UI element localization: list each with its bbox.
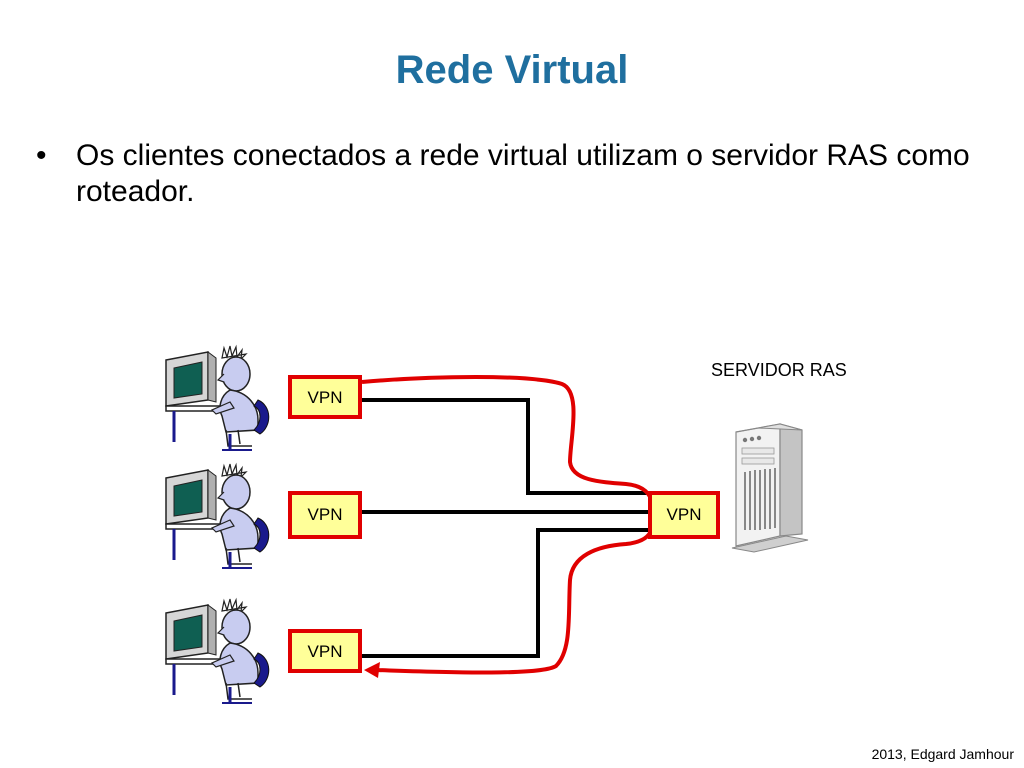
vpn-box-server: VPN	[648, 491, 720, 539]
network-wires	[360, 398, 650, 658]
client-computer-icon-3	[164, 597, 271, 705]
footer-credit: 2013, Edgard Jamhour	[871, 746, 1014, 762]
route-paths	[361, 375, 657, 675]
vpn-label-client-1: VPN	[308, 388, 343, 407]
vpn-box-client-2: VPN	[288, 491, 362, 539]
bullet-list: • Os clientes conectados a rede virtual …	[36, 138, 976, 210]
server-label: SERVIDOR RAS	[711, 360, 847, 380]
wire-client-1	[360, 398, 650, 495]
slide-title: Rede Virtual	[395, 48, 629, 92]
vpn-label-client-2: VPN	[308, 505, 343, 524]
bullet-text: Os clientes conectados a rede virtual ut…	[76, 139, 970, 208]
wire-client-3	[360, 528, 650, 658]
route-path-outgoing	[361, 375, 657, 675]
vpn-box-client-3: VPN	[288, 629, 362, 673]
bullet-item: • Os clientes conectados a rede virtual …	[36, 138, 976, 210]
server-tower-icon	[731, 423, 809, 553]
client-computer-icon-1	[164, 344, 271, 452]
vpn-label-client-3: VPN	[308, 642, 343, 661]
vpn-label-server: VPN	[667, 505, 702, 524]
client-computer-icon-2	[164, 462, 271, 570]
vpn-box-client-1: VPN	[288, 375, 362, 419]
bullet-dot: •	[36, 139, 47, 172]
route-arrowhead	[364, 662, 380, 678]
